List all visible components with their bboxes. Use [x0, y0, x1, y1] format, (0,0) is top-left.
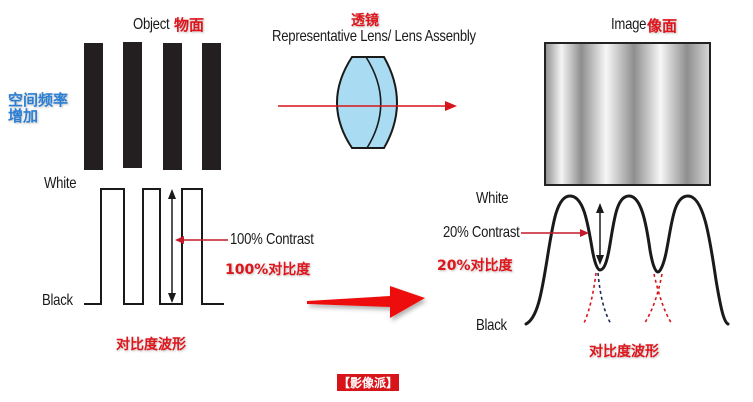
- lens-label: Representative Lens/ Lens Assenbly: [272, 28, 476, 45]
- object-label-cn: 物面: [174, 16, 205, 34]
- left-black-label: Black: [42, 292, 73, 309]
- transform-arrow: [307, 286, 425, 318]
- spatial-frequency-note-line1: 空间频率: [8, 91, 69, 109]
- sine-wave: [524, 194, 730, 326]
- left-white-label: White: [44, 175, 77, 192]
- lens-label-cn: 透镜: [351, 13, 379, 29]
- overlap-dashes: [583, 272, 673, 325]
- right-white-label: White: [476, 190, 509, 207]
- object-label: Object: [133, 16, 170, 33]
- image-label-cn: 像面: [647, 17, 678, 35]
- right-waveform-caption: 对比度波形: [589, 344, 659, 360]
- image-label: Image: [611, 16, 647, 33]
- image-plane: [544, 42, 711, 186]
- contrast-20-label: 20% Contrast: [443, 224, 520, 241]
- contrast-20-arrow: [521, 203, 604, 265]
- right-black-label: Black: [476, 317, 507, 334]
- square-wave: [84, 188, 224, 305]
- lens-icon: [336, 56, 398, 149]
- spatial-frequency-note-line2: 增加: [8, 107, 39, 125]
- contrast-100-label: 100% Contrast: [230, 231, 314, 248]
- object-bars: [84, 42, 221, 170]
- left-waveform-caption: 对比度波形: [116, 337, 186, 353]
- contrast-100-label-cn: 100%对比度: [225, 262, 311, 278]
- contrast-100-arrow: [168, 189, 228, 303]
- contrast-20-label-cn: 20%对比度: [437, 258, 513, 274]
- light-ray-arrow: [278, 101, 457, 111]
- watermark: 【影像派】: [337, 374, 400, 391]
